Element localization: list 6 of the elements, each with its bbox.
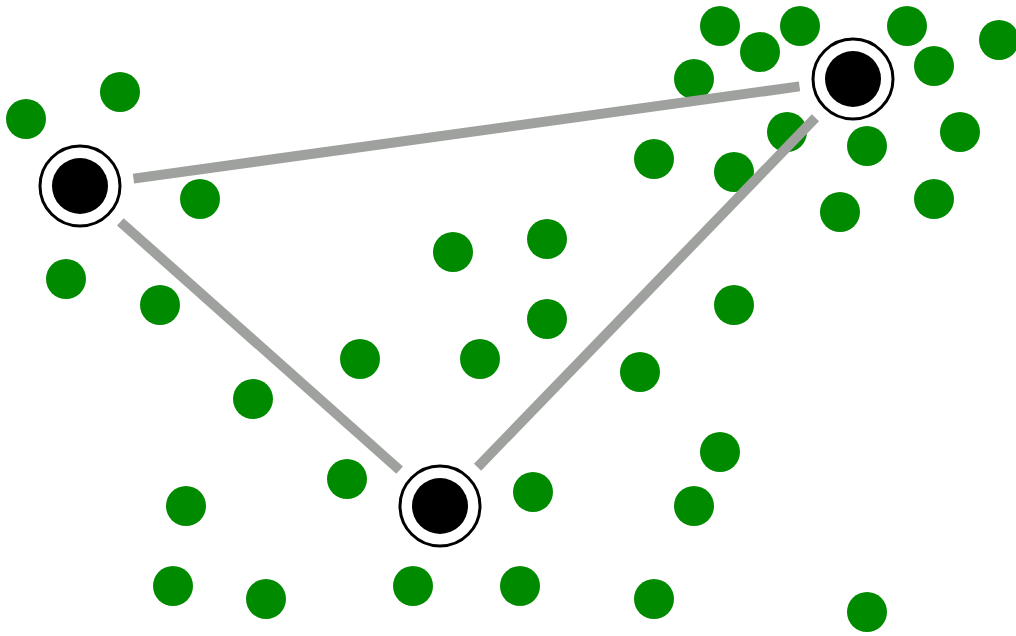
connector-line [473, 114, 820, 471]
connector-line [132, 81, 801, 184]
node-circle [811, 37, 895, 121]
node-circle [398, 464, 482, 548]
node-circle [38, 144, 122, 228]
connector-line [117, 218, 403, 474]
